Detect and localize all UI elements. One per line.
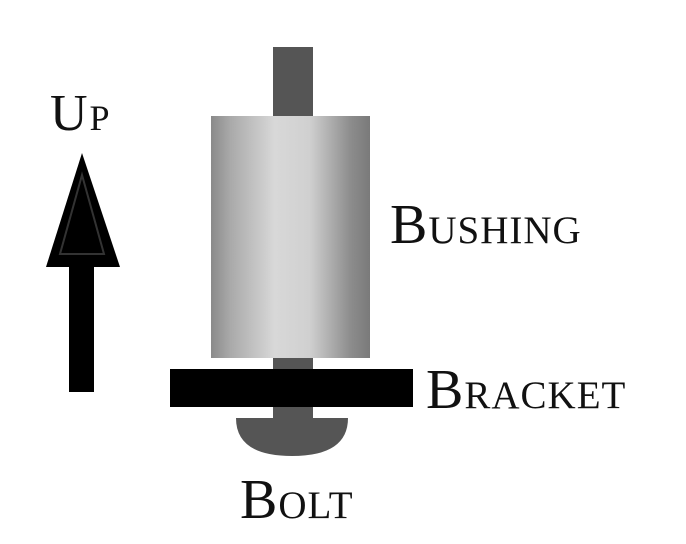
up-arrow-icon xyxy=(46,153,120,392)
arrow-shaft xyxy=(69,265,94,392)
bolt-head xyxy=(236,418,348,456)
bracket xyxy=(170,369,413,407)
bushing xyxy=(211,116,370,358)
bushing-label: Bushing xyxy=(390,194,582,256)
up-label: Up xyxy=(50,85,112,142)
bracket-label: Bracket xyxy=(426,359,627,421)
bolt-label: Bolt xyxy=(240,469,354,531)
arrow-head xyxy=(46,153,120,267)
arrow-head-inner-outline xyxy=(58,171,106,255)
